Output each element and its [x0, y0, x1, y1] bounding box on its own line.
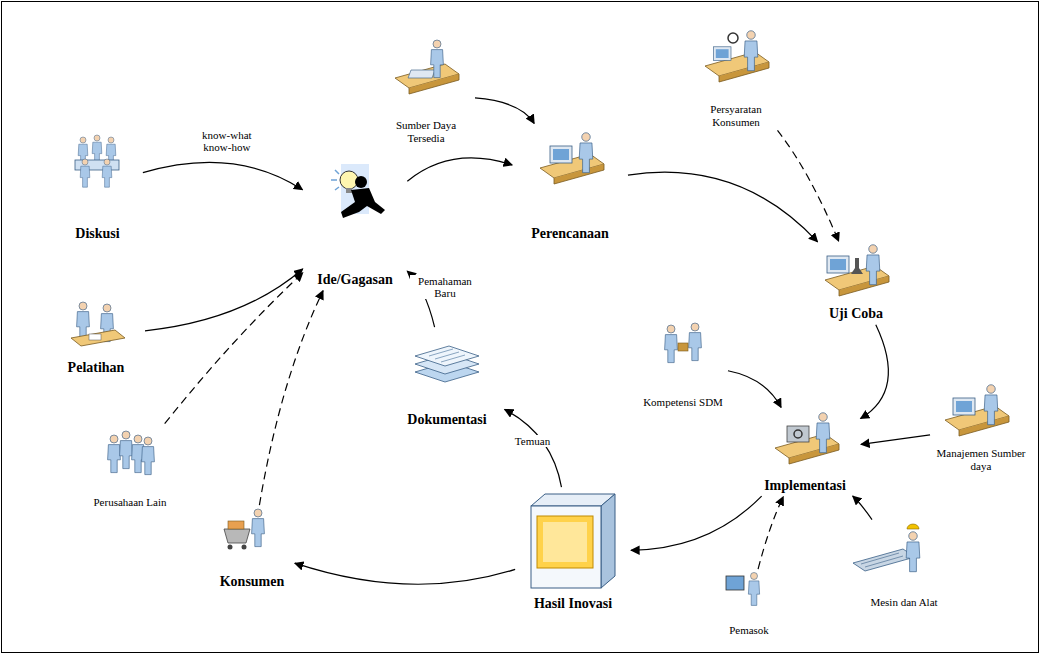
- flow-arrow: [259, 291, 323, 505]
- node-label: Dokumentasi: [407, 412, 486, 428]
- flow-arrow: [861, 325, 889, 419]
- icon-node: Pemasok: [718, 572, 780, 636]
- supplier-icon: [726, 573, 760, 606]
- node-label: Hasil Inovasi: [534, 596, 612, 612]
- testing-icon: [825, 245, 889, 296]
- node-label: Sumber Daya Tersedia: [380, 119, 472, 144]
- edge-label: Temuan: [506, 435, 560, 447]
- edge-label: know-what know-how: [194, 129, 260, 153]
- icon-node: Diskusi: [55, 130, 140, 242]
- node-label: Implementasi: [764, 478, 846, 494]
- competence-icon: [665, 323, 702, 363]
- product-icon: [531, 494, 615, 588]
- icon-node: Sumber Daya Tersedia: [380, 44, 472, 144]
- node-label: Kompetensi SDM: [643, 396, 723, 408]
- requirement-icon: [705, 31, 769, 82]
- icon-node: Persyaratan Konsumen: [688, 26, 784, 128]
- node-label: Perusahaan Lain: [94, 496, 167, 508]
- flow-arrow: [631, 496, 762, 550]
- icon-node: Kompetensi SDM: [641, 316, 725, 408]
- flow-arrow: [728, 371, 781, 408]
- icon-node: Manajemen Sumber daya: [933, 384, 1029, 472]
- icon-node: Dokumentasi: [392, 330, 502, 428]
- node-label: Persyaratan Konsumen: [688, 103, 784, 128]
- icon-node: Ide/Gagasan: [305, 160, 405, 288]
- resource-icon: [395, 40, 459, 94]
- icon-node: Mesin dan Alat: [855, 522, 953, 608]
- icon-node: Pelatihan: [50, 296, 142, 376]
- node-label: Konsumen: [220, 574, 285, 590]
- icon-node: Hasil Inovasi: [518, 490, 628, 612]
- flow-arrow: [505, 409, 562, 487]
- flow-arrow: [145, 269, 303, 331]
- meeting-icon: [75, 135, 119, 187]
- node-label: Mesin dan Alat: [870, 596, 937, 608]
- icon-node: Implementasi: [752, 410, 858, 494]
- flow-arrow: [853, 496, 872, 520]
- icon-node: Perencanaan: [515, 126, 625, 242]
- flow-arrow: [758, 497, 783, 569]
- group-icon: [108, 431, 155, 475]
- shopper-icon: [224, 509, 264, 550]
- machine-icon: [853, 524, 920, 572]
- icon-node: Perusahaan Lain: [78, 426, 182, 508]
- node-label: Diskusi: [75, 226, 119, 242]
- flow-arrow: [475, 98, 534, 123]
- node-label: Uji Coba: [829, 306, 883, 322]
- flow-arrow: [777, 130, 838, 241]
- edge-label: Pemahaman Baru: [410, 275, 480, 299]
- flow-arrow: [628, 172, 818, 242]
- node-label: Pelatihan: [68, 360, 125, 376]
- icon-node: Uji Coba: [810, 244, 902, 322]
- node-label: Pemasok: [729, 624, 769, 636]
- flow-arrow: [143, 162, 303, 189]
- idea-icon: [331, 164, 385, 218]
- management-icon: [945, 385, 1009, 436]
- node-label: Manajemen Sumber daya: [933, 447, 1029, 472]
- planning-icon: [540, 133, 604, 184]
- implementation-icon: [775, 413, 839, 464]
- flow-arrow: [861, 435, 930, 444]
- flow-arrow: [295, 563, 515, 584]
- flow-arrow: [407, 158, 512, 181]
- documents-icon: [415, 346, 479, 382]
- training-icon: [71, 302, 125, 346]
- node-label: Ide/Gagasan: [317, 272, 392, 288]
- icon-node: Konsumen: [212, 508, 292, 590]
- node-label: Perencanaan: [531, 226, 609, 242]
